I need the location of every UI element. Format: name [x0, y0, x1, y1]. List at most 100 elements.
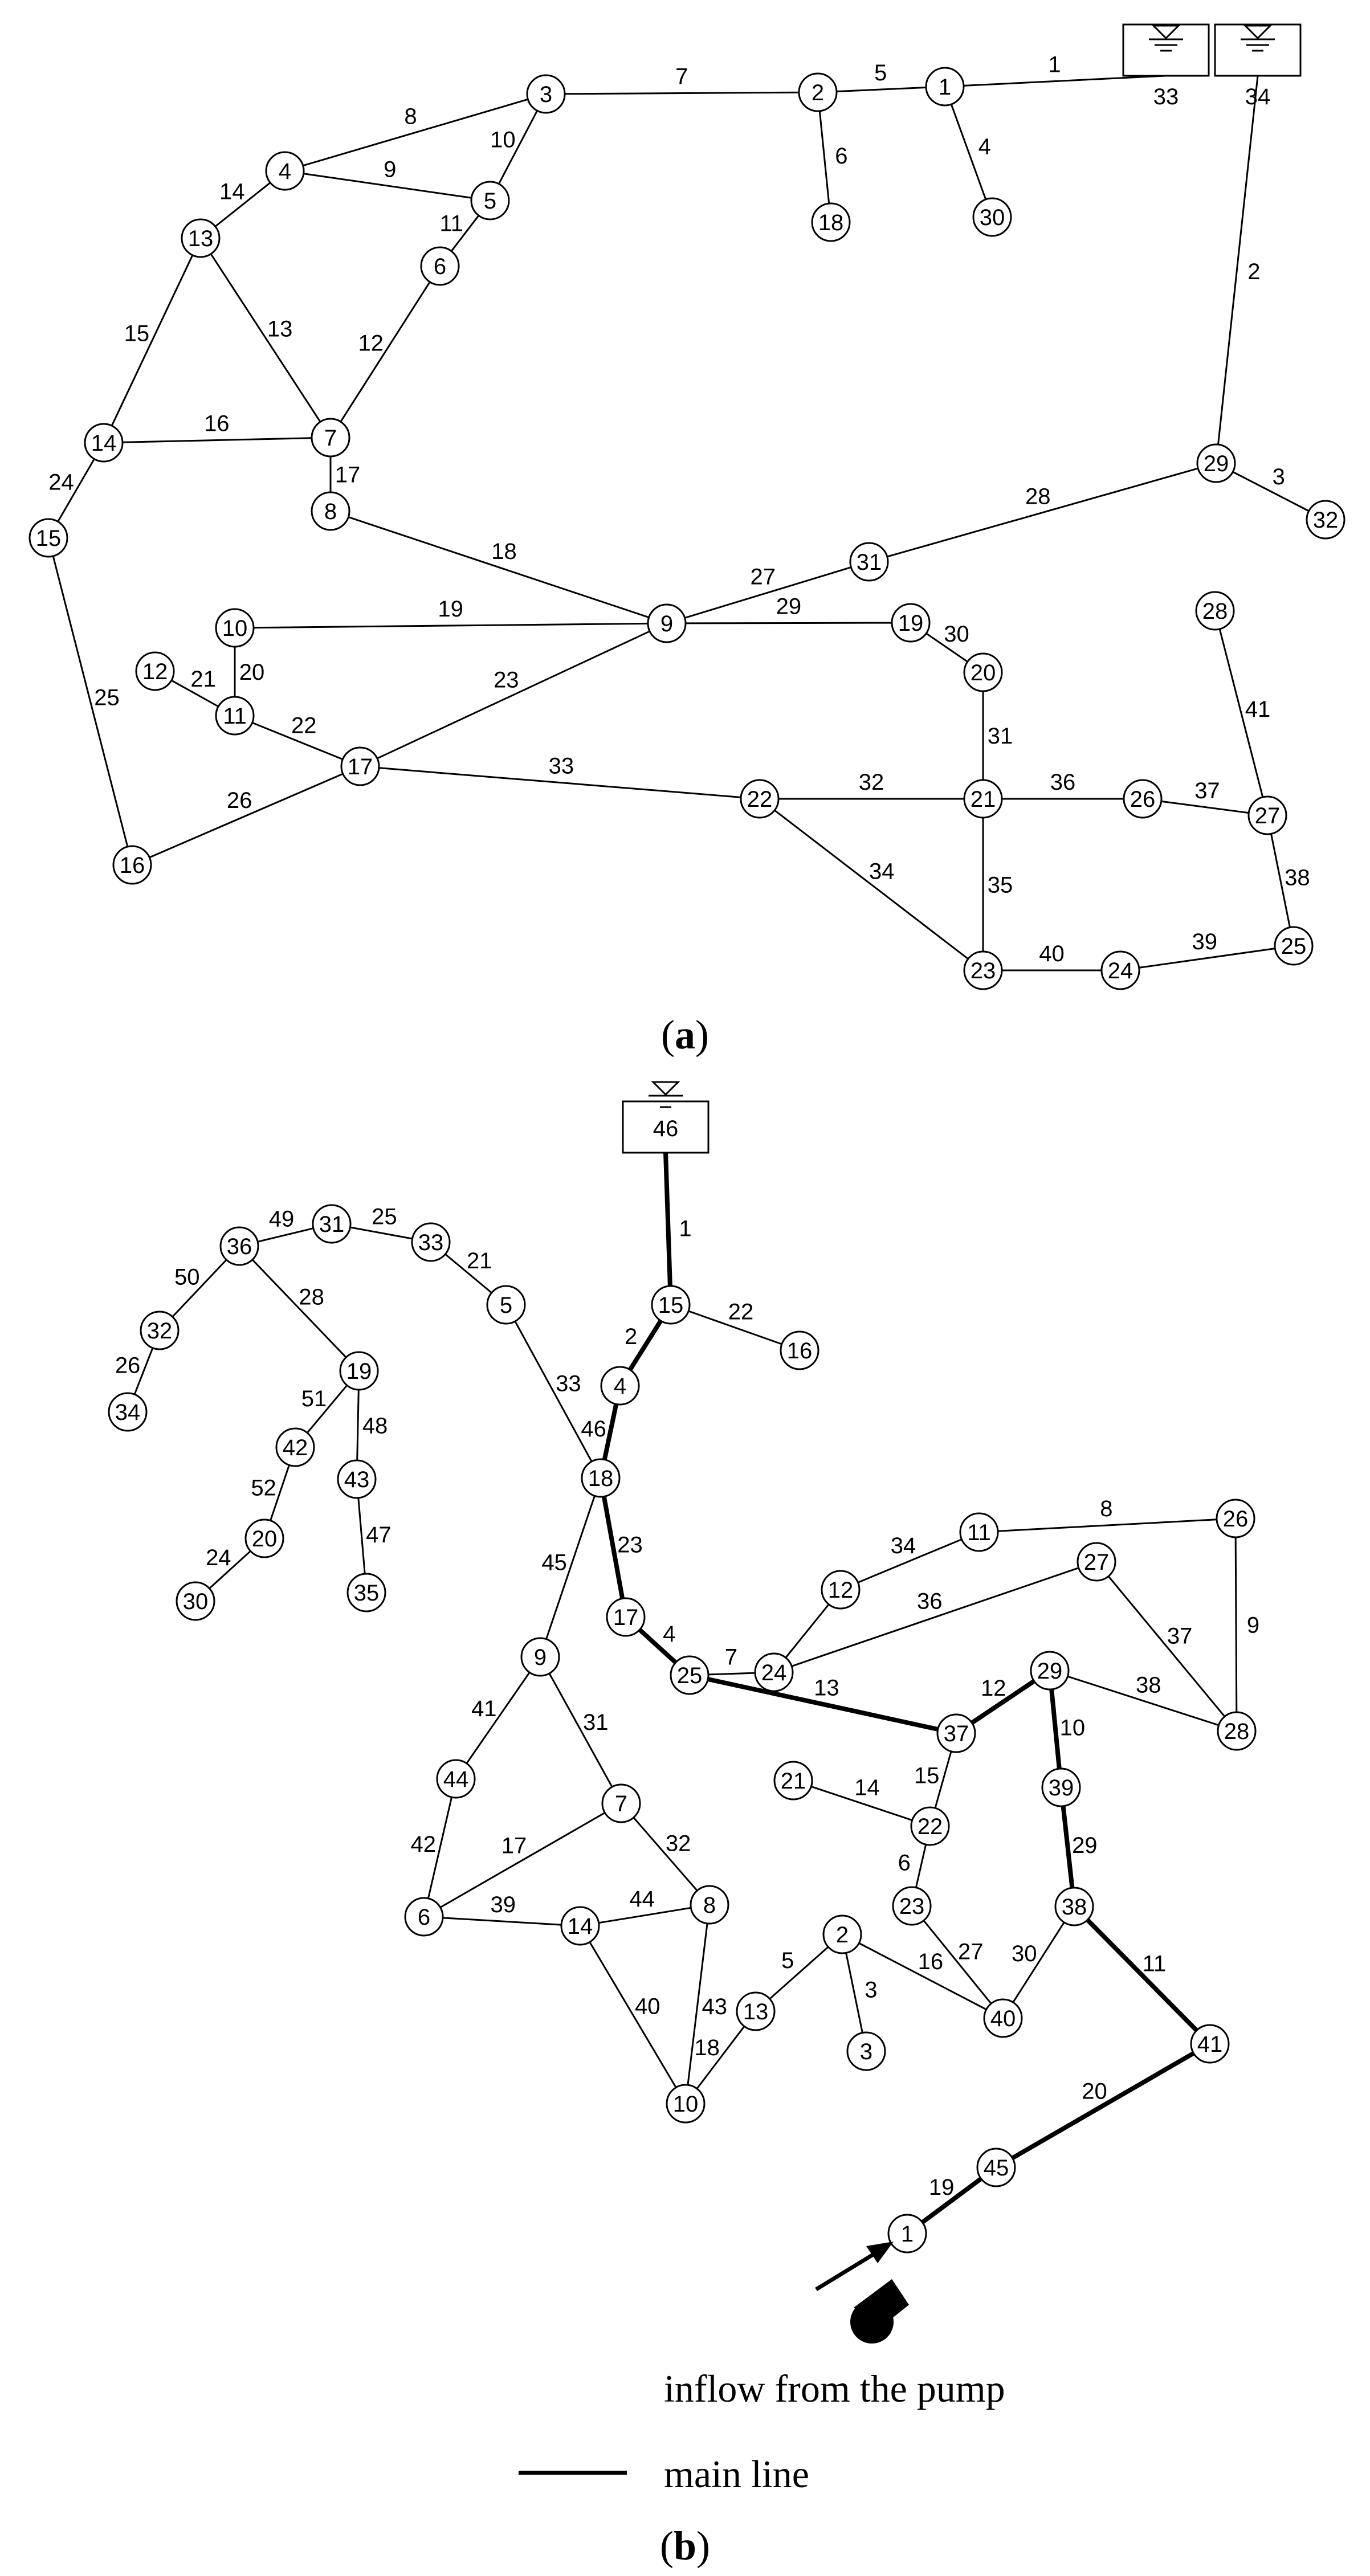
pipe-21	[171, 679, 219, 708]
node-label: 15	[36, 526, 62, 551]
pipe-label: 33	[549, 754, 574, 779]
junction-node-8: 8	[690, 1885, 729, 1925]
junction-node-5: 5	[486, 1285, 526, 1325]
pipe-26	[149, 773, 344, 859]
pipe-3	[845, 1953, 863, 2033]
pipe-label: 13	[814, 1676, 839, 1701]
junction-node-24: 24	[754, 1652, 794, 1692]
pipe-label: 13	[267, 317, 293, 342]
node-circle	[1123, 779, 1163, 819]
pipe-label: 19	[438, 597, 463, 622]
node-label: 8	[324, 499, 337, 524]
pipe-2	[1217, 75, 1259, 445]
node-circle	[983, 1998, 1023, 2038]
node-circle	[311, 418, 350, 458]
pipe-15	[111, 255, 194, 426]
node-circle	[108, 1392, 148, 1432]
pipe-label: 35	[988, 873, 1013, 898]
node-circle	[486, 1285, 526, 1325]
node-label: 15	[658, 1293, 684, 1318]
node-label: 27	[1255, 803, 1281, 828]
pipe-9	[303, 173, 472, 199]
pipe-14	[810, 1786, 913, 1821]
pipe-24	[57, 458, 95, 522]
pipe-label: 32	[859, 770, 884, 795]
pipe-label: 12	[358, 330, 384, 356]
pipe-17	[439, 1812, 606, 1908]
pipe-50	[172, 1259, 227, 1318]
node-circle	[666, 2084, 706, 2124]
junction-node-8: 8	[311, 491, 350, 531]
node-label: 14	[91, 431, 117, 456]
node-circle	[740, 779, 780, 819]
node-label: 18	[588, 1466, 614, 1491]
junction-node-19: 19	[891, 603, 931, 643]
pipe-44	[598, 1907, 691, 1924]
pipe-label: 2	[1247, 259, 1260, 284]
pipe-7	[564, 91, 800, 95]
node-label: 12	[142, 659, 168, 684]
pipe-32	[633, 1816, 698, 1892]
junction-node-17: 17	[606, 1597, 646, 1637]
pipe-3	[1232, 471, 1310, 512]
pipe-30	[925, 632, 968, 663]
pipe-6	[915, 1844, 927, 1888]
pipe-1	[663, 1152, 672, 1287]
pipe-label: 16	[204, 411, 230, 436]
arrow-head-icon	[866, 2242, 894, 2263]
pipe-label: 1	[679, 1216, 691, 1241]
node-label: 25	[1281, 934, 1307, 959]
pipe-label: 18	[694, 2035, 720, 2060]
pipe-label: 4	[663, 1622, 675, 1647]
pipe-21	[445, 1253, 492, 1294]
node-circle	[773, 1761, 813, 1801]
node-label: 33	[418, 1230, 444, 1255]
pump-inflow-arrow	[815, 2250, 879, 2291]
node-circle	[925, 67, 965, 107]
node-label: 22	[747, 787, 773, 812]
junction-node-32: 32	[1306, 500, 1345, 540]
node-circle	[1217, 1711, 1257, 1751]
junction-node-16: 16	[112, 845, 152, 885]
node-circle	[1054, 1887, 1094, 1926]
junction-node-27: 27	[1077, 1542, 1116, 1582]
node-circle	[849, 542, 889, 582]
node-label: 25	[677, 1663, 703, 1688]
node-circle	[176, 1581, 215, 1621]
junction-node-36: 36	[219, 1226, 259, 1266]
junction-node-35: 35	[346, 1573, 386, 1612]
node-circle	[1030, 1651, 1070, 1691]
node-circle	[520, 1637, 560, 1677]
node-circle	[265, 151, 305, 191]
pipe-46	[602, 1403, 619, 1460]
pipe-16	[122, 437, 312, 443]
junction-node-21: 21	[963, 779, 1003, 819]
node-label: 8	[703, 1893, 716, 1918]
node-label: 6	[418, 1905, 430, 1930]
node-label: 26	[1130, 787, 1156, 812]
pipe-label: 14	[854, 1775, 880, 1801]
pipe-35	[785, 1603, 830, 1659]
node-circle	[339, 1351, 379, 1391]
node-label: 23	[971, 958, 996, 983]
node-circle	[780, 1330, 819, 1370]
node-label: 20	[971, 660, 996, 685]
junction-node-13: 13	[181, 218, 221, 258]
node-label: 5	[484, 189, 496, 214]
pipe-25	[350, 1226, 413, 1240]
node-label: 2	[812, 80, 824, 105]
junction-node-7: 7	[601, 1783, 641, 1823]
pipe-36	[791, 1567, 1079, 1667]
node-circle	[337, 1459, 377, 1499]
pipe-23	[601, 1496, 625, 1599]
pipe-6	[818, 111, 830, 204]
pipe-label: 5	[874, 60, 887, 85]
node-label: 34	[115, 1400, 141, 1425]
junction-node-7: 7	[311, 418, 350, 458]
pipe-label: 45	[541, 1550, 567, 1575]
pipe-15	[934, 1751, 952, 1808]
node-label: 31	[857, 550, 882, 575]
node-circle	[1274, 926, 1314, 966]
node-circle	[526, 74, 566, 114]
